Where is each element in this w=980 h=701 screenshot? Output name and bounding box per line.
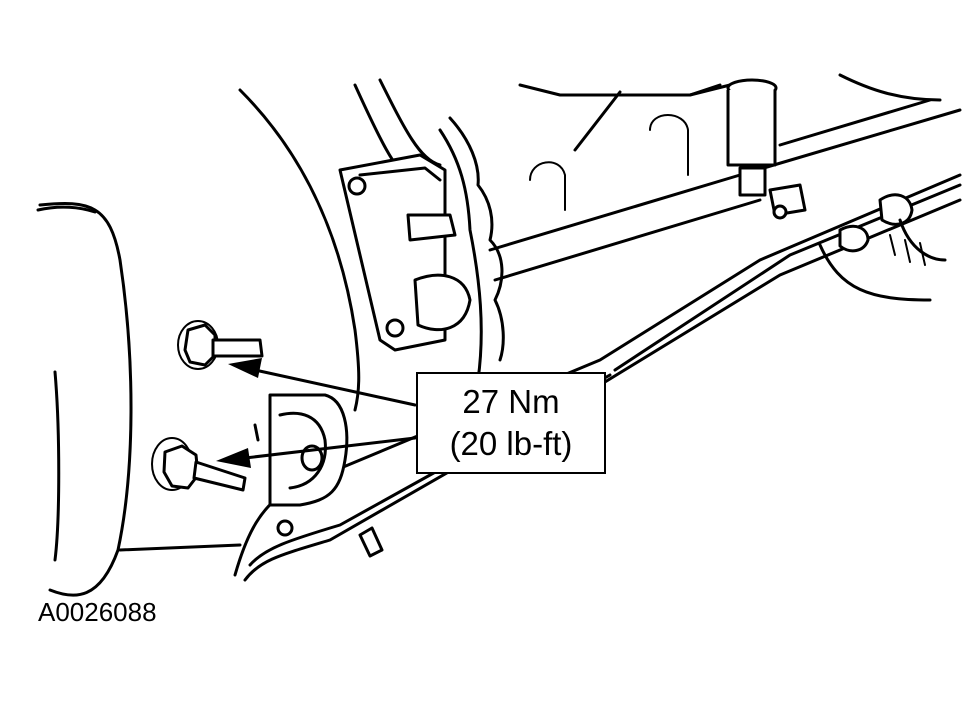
vent-valve bbox=[726, 78, 807, 220]
mount-bracket bbox=[338, 78, 732, 382]
torque-callout: 27 Nm (20 lb-ft) bbox=[416, 372, 606, 474]
torque-nm-label: 27 Nm bbox=[462, 383, 560, 420]
housing bbox=[36, 88, 361, 597]
bolt-upper bbox=[177, 320, 264, 370]
leader-arrow-upper bbox=[228, 358, 417, 407]
torque-lbft-label: (20 lb-ft) bbox=[449, 425, 573, 462]
figure-id-label: A0026088 bbox=[38, 597, 157, 627]
leader-arrow-lower bbox=[216, 436, 417, 468]
bolt-lower bbox=[151, 437, 247, 492]
frame-rail bbox=[488, 73, 962, 282]
lower-bracket bbox=[253, 393, 349, 537]
